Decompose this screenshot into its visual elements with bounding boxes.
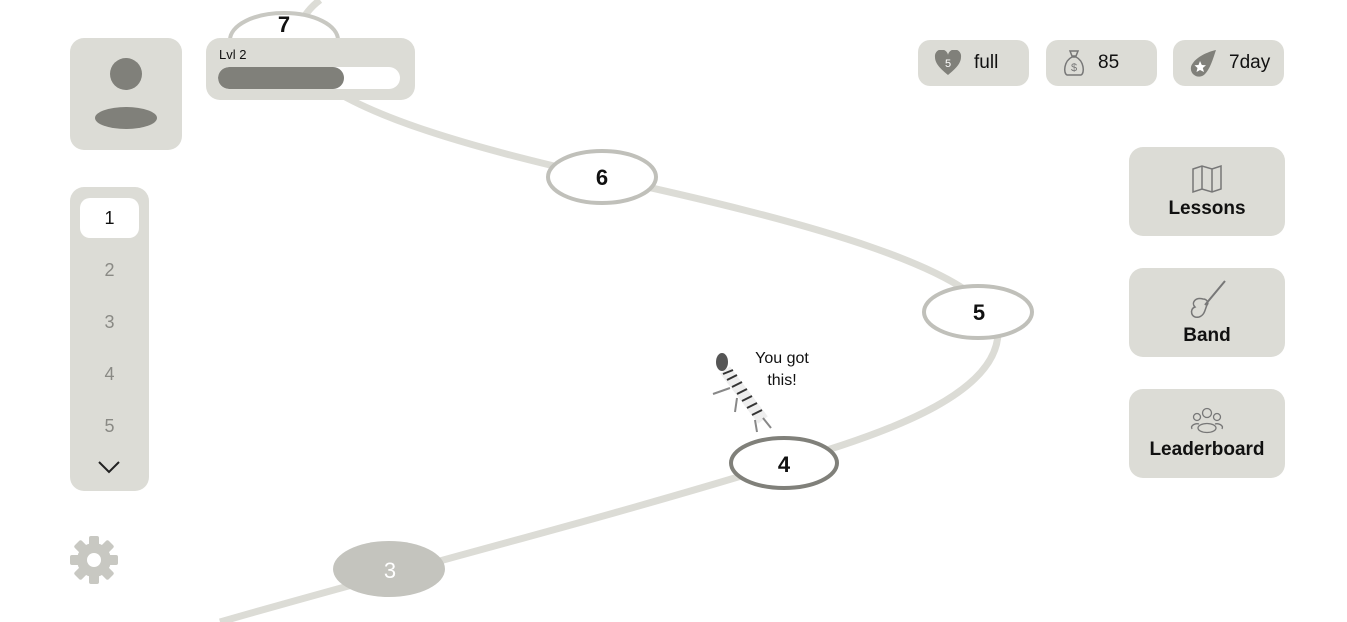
chapter-selector: 1 2 3 4 5 xyxy=(70,187,149,491)
node-label: 6 xyxy=(595,165,609,190)
zebra-mascot-icon xyxy=(712,353,772,433)
settings-gear-icon[interactable] xyxy=(69,535,119,585)
nav-label: Band xyxy=(1183,324,1231,346)
chapter-item-5[interactable]: 5 xyxy=(104,415,115,436)
nav-leaderboard-button[interactable]: Leaderboard xyxy=(1129,389,1285,478)
nav-lessons-button[interactable]: Lessons xyxy=(1129,147,1285,236)
lives-value: full xyxy=(974,52,999,73)
streak-value: 7day xyxy=(1229,52,1271,73)
guitar-icon xyxy=(1190,279,1226,318)
avatar-head xyxy=(110,58,142,90)
profile-avatar-button[interactable] xyxy=(70,38,182,150)
level-node-4[interactable] xyxy=(729,436,839,490)
chapter-item-1[interactable]: 1 xyxy=(80,198,139,238)
chapter-item-4[interactable]: 4 xyxy=(104,363,115,384)
level-progress-panel: Lvl 2 xyxy=(206,38,415,100)
map-icon xyxy=(1192,164,1222,193)
svg-text:5: 5 xyxy=(945,58,951,70)
coins-stat[interactable]: $ 85 xyxy=(1046,40,1157,86)
streak-comet-icon xyxy=(1190,50,1216,77)
level-node-3[interactable] xyxy=(333,541,445,597)
chapter-item-3[interactable]: 3 xyxy=(104,311,115,332)
nav-label: Lessons xyxy=(1168,197,1246,219)
level-label: Lvl 2 xyxy=(219,47,247,62)
nav-band-button[interactable]: Band xyxy=(1129,268,1285,357)
heart-icon: 5 xyxy=(934,50,962,75)
streak-stat[interactable]: 7day xyxy=(1173,40,1284,86)
chevron-down-icon[interactable] xyxy=(97,460,121,474)
node-label: 4 xyxy=(777,452,791,477)
node-label: 7 xyxy=(277,12,291,37)
level-progress-fill xyxy=(218,67,344,89)
money-bag-icon: $ xyxy=(1063,50,1085,76)
nav-label: Leaderboard xyxy=(1149,438,1265,460)
group-icon xyxy=(1190,407,1224,433)
level-node-6[interactable] xyxy=(546,149,658,205)
mascot-speech: You got this! xyxy=(755,350,809,389)
lives-stat[interactable]: 5 full xyxy=(918,40,1029,86)
level-node-5[interactable] xyxy=(922,284,1034,340)
node-label: 3 xyxy=(383,558,397,583)
svg-text:$: $ xyxy=(1071,62,1077,74)
coins-value: 85 xyxy=(1098,52,1120,73)
level-progress-bar xyxy=(218,67,400,89)
chapter-item-2[interactable]: 2 xyxy=(104,259,115,280)
node-label: 5 xyxy=(972,300,986,325)
avatar-body xyxy=(95,107,157,129)
